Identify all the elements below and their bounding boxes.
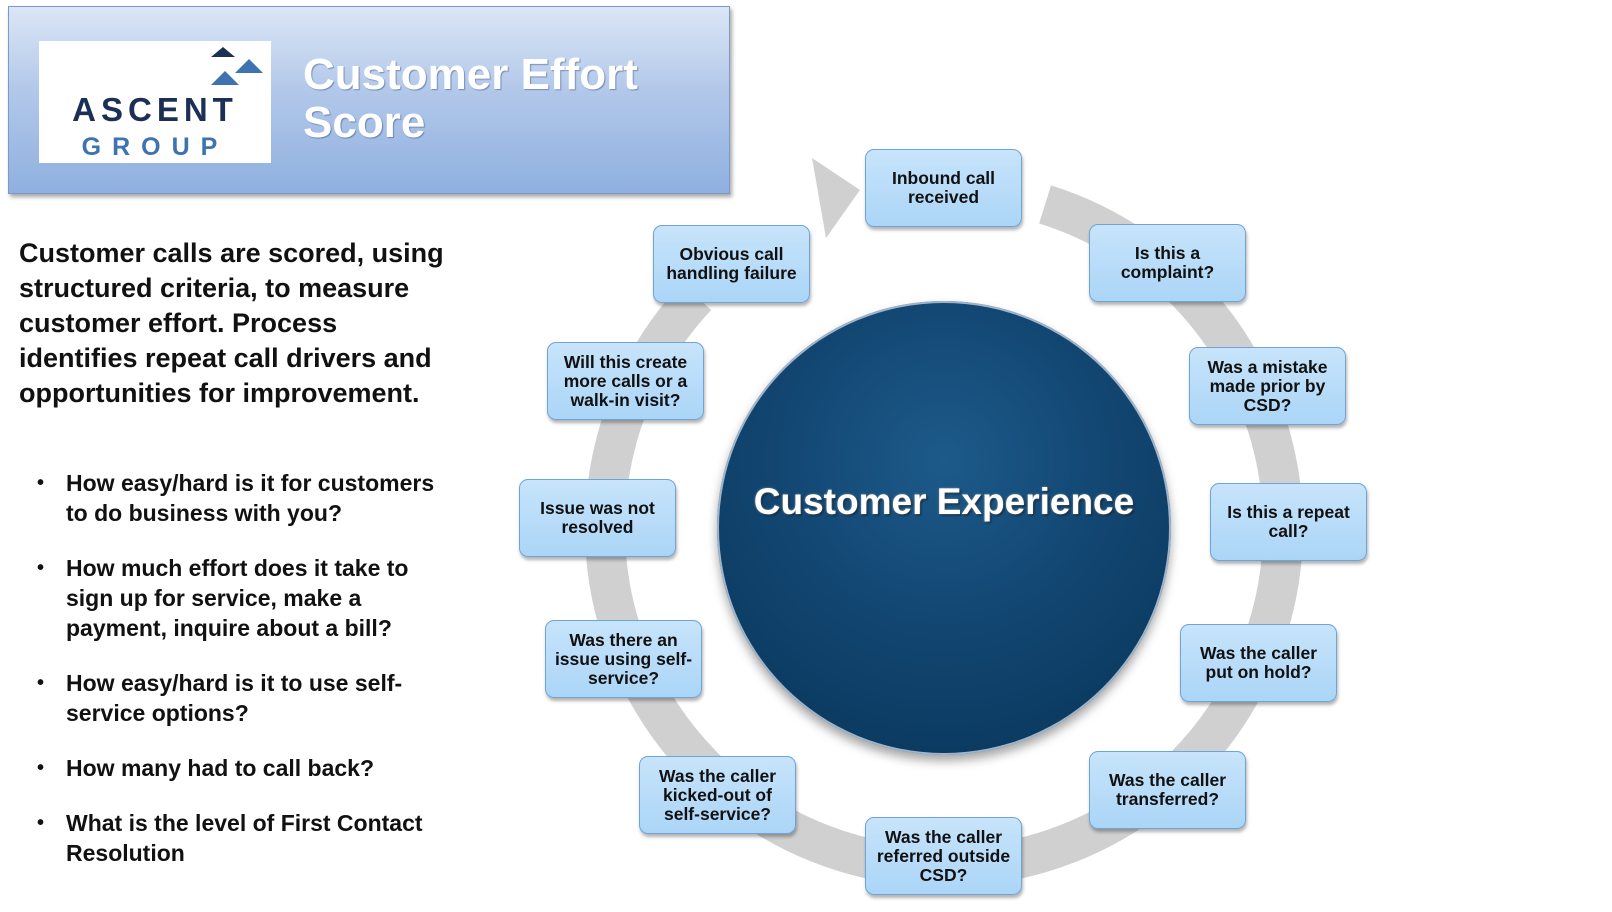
bullet-text: How much effort does it take to sign up … (66, 555, 409, 641)
bullet-text: How many had to call back? (66, 755, 375, 781)
bullet-dot-icon: • (37, 472, 45, 494)
page-title: Customer Effort Score (303, 50, 638, 147)
bullet-item: • How easy/hard is it to use self-service… (37, 668, 442, 728)
step-repeat-call: Is this a repeat call? (1210, 483, 1367, 561)
intro-paragraph: Customer calls are scored, using structu… (19, 238, 444, 408)
bullet-item: • How much effort does it take to sign up… (37, 553, 442, 643)
ascent-group-logo: ASCENT GROUP (39, 41, 271, 163)
bullet-text: What is the level of First Contact Resol… (66, 810, 423, 866)
ring-arrow-icon (812, 158, 860, 238)
bullet-dot-icon: • (37, 557, 45, 579)
bullet-item: • How easy/hard is it for customers to do… (37, 468, 442, 528)
step-put-on-hold: Was the caller put on hold? (1180, 624, 1337, 702)
bullet-dot-icon: • (37, 812, 45, 834)
logo-brand-top: ASCENT (72, 91, 238, 128)
step-self-service-issue: Was there an issue using self-service? (545, 620, 702, 698)
step-more-calls: Will this create more calls or a walk-in… (547, 342, 704, 420)
step-referred-outside: Was the caller referred outside CSD? (865, 817, 1022, 895)
bullet-text: How easy/hard is it to use self-service … (66, 670, 403, 726)
step-not-resolved: Issue was not resolved (519, 479, 676, 557)
bullet-item: • What is the level of First Contact Reso… (37, 808, 442, 868)
step-complaint: Is this a complaint? (1089, 224, 1246, 302)
bullet-text: How easy/hard is it for customers to do … (66, 470, 435, 526)
bullet-item: • How many had to call back? (37, 753, 442, 783)
step-inbound-call: Inbound call received (865, 149, 1022, 227)
step-prior-mistake: Was a mistake made prior by CSD? (1189, 347, 1346, 425)
bullet-list: • How easy/hard is it for customers to do… (37, 468, 442, 893)
header-banner: ASCENT GROUP Customer Effort Score (8, 6, 730, 194)
logo-triangles-icon (211, 47, 263, 85)
step-handling-failure: Obvious call handling failure (653, 225, 810, 303)
center-circle (717, 301, 1171, 755)
center-label: Customer Experience (753, 481, 1135, 522)
step-kicked-out: Was the caller kicked-out of self-servic… (639, 756, 796, 834)
step-transferred: Was the caller transferred? (1089, 751, 1246, 829)
bullet-dot-icon: • (37, 672, 45, 694)
logo-brand-bottom: GROUP (81, 133, 229, 161)
bullet-dot-icon: • (37, 757, 45, 779)
